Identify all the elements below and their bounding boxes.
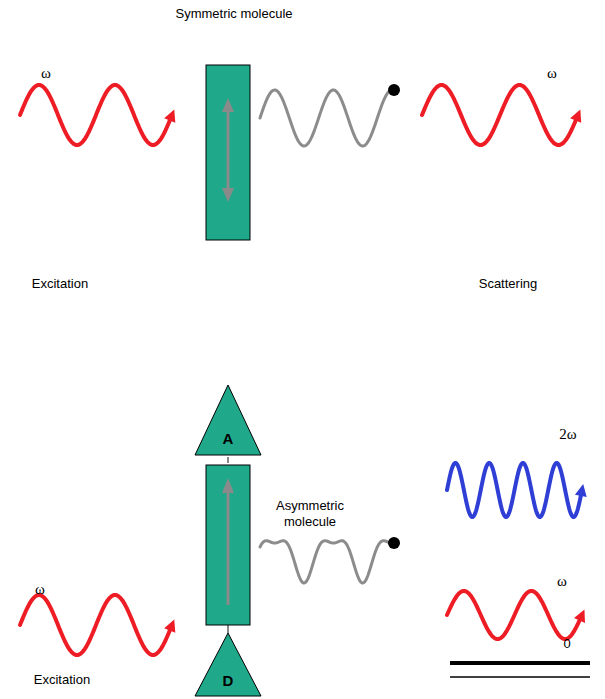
wave-arrowhead xyxy=(164,619,175,632)
triangle-shape xyxy=(195,385,261,455)
row-label: Excitation xyxy=(34,672,90,688)
zero-frequency-line xyxy=(450,676,590,678)
group-triangle: D xyxy=(194,632,262,697)
zero-frequency-bar xyxy=(450,661,590,665)
scattered-wave xyxy=(422,85,578,145)
row-label: Excitation xyxy=(32,276,88,292)
molecule-title: Symmetric molecule xyxy=(175,6,292,22)
charge-dot xyxy=(388,537,400,549)
fundamental-wave xyxy=(447,591,582,639)
symmetric-molecule-body xyxy=(206,65,250,240)
dipole-arrowhead xyxy=(222,188,234,202)
wave-arrowhead xyxy=(574,610,585,623)
frequency-label: ω xyxy=(41,64,51,82)
induced-oscillation xyxy=(260,90,392,146)
group-letter: A xyxy=(194,430,262,447)
bond-line xyxy=(227,457,229,463)
row-label: Scattering xyxy=(479,276,538,292)
wave-arrowhead xyxy=(164,109,175,122)
excitation-wave xyxy=(20,85,172,145)
excitation-wave xyxy=(20,595,172,655)
anharmonic-oscillation xyxy=(260,541,392,583)
permanent-dipole xyxy=(227,492,230,605)
oscillating-dipole xyxy=(227,110,230,190)
asymmetric-molecule-body xyxy=(206,465,250,625)
dipole-arrowhead xyxy=(222,478,234,493)
frequency-label: ω xyxy=(35,580,45,598)
frequency-label: 0 xyxy=(563,636,570,652)
dipole-arrowhead xyxy=(222,98,234,112)
second-harmonic-wave xyxy=(447,463,582,517)
molecule-title: Asymmetric molecule xyxy=(270,498,350,529)
wave-arrowhead xyxy=(570,109,581,122)
frequency-label: ω xyxy=(557,572,567,590)
frequency-label: 2ω xyxy=(559,425,576,443)
group-triangle: A xyxy=(194,384,262,456)
bond-line xyxy=(227,625,229,633)
triangle-shape xyxy=(195,633,261,696)
group-letter: D xyxy=(194,672,262,689)
wave-arrowhead xyxy=(575,484,587,497)
charge-dot xyxy=(388,84,400,96)
frequency-label: ω xyxy=(547,64,557,82)
